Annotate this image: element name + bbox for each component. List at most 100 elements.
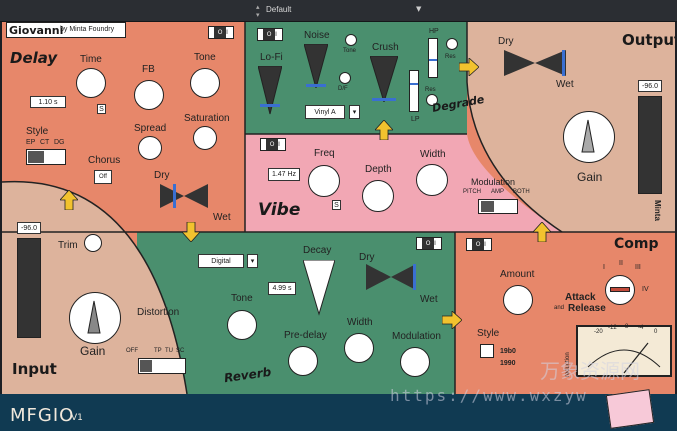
comp-style-label: Style	[477, 328, 500, 339]
hp-res-knob[interactable]	[446, 38, 458, 50]
preset-selector[interactable]: Default	[266, 5, 292, 14]
attack-label: Attack	[565, 292, 596, 303]
dist-option-tu: TU	[165, 348, 173, 354]
mod-option-both: BOTH	[513, 189, 530, 195]
plugin-name-box	[6, 22, 126, 38]
comp-style-toggle[interactable]	[480, 344, 494, 358]
time-label: Time	[80, 54, 102, 65]
freq-label: Freq	[314, 148, 335, 159]
spread-knob[interactable]	[138, 136, 162, 160]
decay-value[interactable]: 4.99 s	[268, 282, 296, 295]
arrow-down-icon	[182, 222, 200, 242]
vibe-width-label: Width	[420, 149, 446, 160]
input-meter	[17, 238, 41, 338]
freq-sync-toggle[interactable]: S	[332, 200, 341, 210]
freq-knob[interactable]	[308, 165, 340, 197]
lofi-slider[interactable]	[258, 66, 282, 116]
reverb-tone-label: Tone	[231, 293, 253, 304]
reverb-drywet-slider[interactable]	[366, 264, 416, 290]
attack-release-knob[interactable]	[605, 275, 635, 305]
input-gain-knob[interactable]	[69, 292, 121, 344]
output-meter-value: -96.0	[638, 80, 662, 92]
crush-label: Crush	[372, 42, 399, 53]
delay-tone-knob[interactable]	[190, 68, 220, 98]
output-meter	[638, 96, 662, 194]
mascot-logo	[605, 389, 655, 429]
preset-stepper-icon[interactable]: ▴▾	[256, 3, 260, 19]
delay-drywet-slider[interactable]	[160, 184, 208, 208]
time-value[interactable]: 1.10 s	[30, 96, 66, 108]
reverb-mod-knob[interactable]	[400, 347, 430, 377]
chorus-label: Chorus	[88, 155, 121, 166]
arrow-up-icon	[533, 222, 551, 242]
predelay-label: Pre-delay	[284, 330, 327, 341]
plugin-name: Giovanni	[9, 24, 64, 37]
saturation-knob[interactable]	[193, 126, 217, 150]
crush-slider[interactable]	[370, 56, 398, 102]
vu-tick-12: -12	[608, 325, 617, 331]
fb-knob[interactable]	[134, 80, 164, 110]
time-knob[interactable]	[76, 68, 106, 98]
brand-vertical: Minta	[653, 200, 662, 221]
distortion-switch[interactable]	[138, 358, 186, 374]
gain-pointer	[87, 300, 101, 334]
noise-tone-label: Tone	[343, 48, 357, 54]
predelay-knob[interactable]	[288, 346, 318, 376]
reverb-modulation-label: Modulation	[392, 331, 441, 342]
lp-res-label: Res	[425, 87, 436, 93]
roman-iv: IV	[642, 286, 649, 293]
plugin-author: by Minta Foundry	[60, 26, 115, 33]
amount-knob[interactable]	[503, 285, 533, 315]
dist-option-sc: SC	[176, 348, 185, 354]
decay-slider[interactable]	[303, 260, 335, 316]
chevron-down-icon[interactable]: ▾	[247, 254, 258, 268]
switch-thumb	[481, 201, 494, 212]
arrow-right-icon	[442, 311, 462, 329]
output-drywet-slider[interactable]	[504, 50, 566, 76]
vu-tick-20: -20	[594, 329, 603, 335]
comp-title: Comp	[614, 236, 659, 252]
lp-slider[interactable]	[409, 70, 419, 112]
watermark-url: https://www.wxzyw	[390, 386, 588, 405]
lp-res-knob[interactable]	[426, 94, 438, 106]
roman-ii: II	[619, 260, 623, 267]
trim-knob[interactable]	[84, 234, 102, 252]
gain-pointer	[581, 119, 595, 153]
reverb-width-knob[interactable]	[344, 333, 374, 363]
noise-type-select[interactable]: Vinyl A	[305, 105, 345, 119]
chevron-down-icon[interactable]: ▾	[349, 105, 360, 119]
reverb-tone-knob[interactable]	[227, 310, 257, 340]
vibe-mod-switch[interactable]	[478, 199, 518, 214]
time-sync-toggle[interactable]: S	[97, 104, 106, 114]
hp-slider[interactable]	[428, 38, 438, 78]
arrow-up-icon	[60, 190, 78, 210]
vibe-width-knob[interactable]	[416, 164, 448, 196]
freq-value[interactable]: 1.47 Hz	[268, 168, 300, 181]
noise-df-knob[interactable]	[339, 72, 351, 84]
switch-thumb	[28, 151, 44, 163]
lp-label: LP	[411, 116, 420, 123]
noise-tone-knob[interactable]	[345, 34, 357, 46]
trim-label: Trim	[58, 240, 78, 251]
chevron-down-icon[interactable]: ▼	[416, 5, 422, 13]
hp-res-label: Res	[445, 54, 456, 60]
delay-style-switch[interactable]	[26, 149, 66, 165]
chorus-toggle[interactable]: Off	[94, 170, 112, 184]
dist-option-tp: TP	[154, 348, 162, 354]
depth-label: Depth	[365, 164, 392, 175]
noise-slider[interactable]	[304, 44, 328, 88]
reverb-width-label: Width	[347, 317, 373, 328]
decay-label: Decay	[303, 245, 332, 256]
depth-knob[interactable]	[362, 180, 394, 212]
reverb-mode-select[interactable]: Digital	[198, 254, 244, 268]
output-gain-knob[interactable]	[563, 111, 615, 163]
arrow-up-icon	[375, 120, 393, 140]
roman-i: I	[603, 264, 605, 271]
mod-option-pitch: PITCH	[463, 189, 481, 195]
saturation-label: Saturation	[184, 113, 230, 124]
